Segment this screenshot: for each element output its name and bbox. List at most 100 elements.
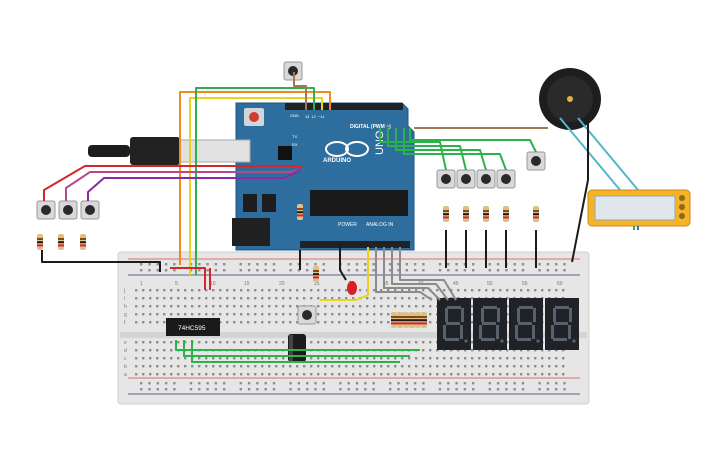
breadboard-hole (142, 341, 145, 344)
arduino-gnd-label: GND (290, 113, 299, 118)
breadboard-hole (149, 357, 152, 360)
breadboard-hole (254, 373, 257, 376)
push-button-left-3[interactable] (80, 200, 100, 220)
push-button-left-1[interactable] (36, 200, 56, 220)
breadboard-hole (240, 313, 243, 316)
breadboard-hole (219, 305, 222, 308)
breadboard-hole (513, 349, 516, 352)
breadboard-hole (401, 357, 404, 360)
breadboard-hole (408, 341, 411, 344)
breadboard-hole (373, 373, 376, 376)
resistor (297, 204, 303, 220)
breadboard-hole (289, 289, 292, 292)
wire-purple-left (87, 169, 301, 201)
usb-cable (88, 145, 130, 157)
bb-col-25: 25 (314, 281, 320, 287)
breadboard-hole (226, 305, 229, 308)
breadboard-hole (506, 373, 509, 376)
breadboard-hole (387, 289, 390, 292)
breadboard-hole (521, 269, 525, 272)
breadboard-hole (355, 269, 359, 272)
breadboard-hole (226, 297, 229, 300)
shift-register-chip[interactable]: 74HC595 (166, 318, 220, 336)
breadboard-hole (401, 373, 404, 376)
breadboard-hole (226, 365, 229, 368)
breadboard-hole (359, 313, 362, 316)
breadboard-hole (505, 269, 508, 272)
breadboard-hole (345, 357, 348, 360)
breadboard-hole (422, 349, 425, 352)
breadboard-hole (447, 269, 450, 272)
breadboard-hole (254, 321, 257, 324)
breadboard-hole (492, 357, 495, 360)
breadboard-hole (380, 289, 383, 292)
resistor (391, 312, 397, 328)
breadboard-hole (247, 357, 250, 360)
breadboard-hole (247, 341, 250, 344)
breadboard-hole (359, 365, 362, 368)
wire-yellow-top (189, 97, 323, 275)
breadboard-hole (324, 305, 327, 308)
lcd-module[interactable] (587, 189, 691, 230)
breadboard-hole (296, 289, 299, 292)
breadboard-hole (156, 341, 159, 344)
breadboard-hole (345, 297, 348, 300)
breadboard-hole (212, 365, 215, 368)
breadboard-hole (345, 313, 348, 316)
breadboard-hole (163, 341, 166, 344)
breadboard-hole (538, 388, 541, 391)
breadboard-hole (506, 321, 509, 324)
breadboard-hole (148, 388, 151, 391)
wire-green-bottom-3 (191, 340, 400, 363)
breadboard-hole (297, 269, 301, 272)
push-button-breadboard[interactable] (297, 305, 317, 325)
arduino-pins-top: 13 12 ~11 (305, 116, 324, 120)
breadboard-hole (324, 341, 327, 344)
push-button-left-2[interactable] (58, 200, 78, 220)
piezo-buzzer[interactable] (539, 68, 601, 130)
breadboard-hole (387, 357, 390, 360)
arduino-uno-board[interactable]: ARDUINO UNO DIGITAL (PWM ~) POWER ANALOG… (177, 102, 415, 251)
breadboard-hole (324, 373, 327, 376)
push-button-right-2[interactable] (456, 169, 476, 189)
push-button-right-1[interactable] (436, 169, 456, 189)
breadboard-hole (485, 289, 488, 292)
breadboard-hole (364, 388, 367, 391)
breadboard-hole (373, 313, 376, 316)
breadboard-hole (233, 321, 236, 324)
left-buttons-group[interactable] (36, 200, 100, 220)
wire-black-left (41, 250, 161, 272)
breadboard-hole (394, 289, 397, 292)
arduino-digital-label: DIGITAL (PWM ~) (350, 124, 391, 130)
breadboard-hole (380, 365, 383, 368)
breadboard-hole (429, 321, 432, 324)
breadboard-hole (135, 321, 138, 324)
breadboard-hole (347, 269, 350, 272)
breadboard-hole (163, 313, 166, 316)
push-button-right-5[interactable] (526, 151, 546, 171)
breadboard-hole (429, 305, 432, 308)
breadboard-hole (324, 357, 327, 360)
breadboard-hole (170, 313, 173, 316)
push-button-right-3[interactable] (476, 169, 496, 189)
breadboard-hole (455, 263, 458, 266)
breadboard-hole (397, 388, 400, 391)
push-button-right-4[interactable] (496, 169, 516, 189)
breadboard-hole (264, 263, 267, 266)
breadboard-hole (563, 263, 566, 266)
breadboard-hole (296, 313, 299, 316)
breadboard-hole (499, 373, 502, 376)
breadboard-hole (296, 373, 299, 376)
breadboard-hole (247, 305, 250, 308)
breadboard-hole (177, 357, 180, 360)
breadboard-hole (282, 321, 285, 324)
wire-gray-4 (399, 247, 457, 301)
breadboard-hole (310, 289, 313, 292)
breadboard-hole (372, 382, 375, 385)
breadboard-hole (364, 263, 367, 266)
breadboard-hole (464, 349, 467, 352)
breadboard-hole (447, 382, 450, 385)
breadboard-hole (317, 321, 320, 324)
breadboard-hole (254, 341, 257, 344)
right-buttons-group[interactable] (436, 151, 546, 189)
